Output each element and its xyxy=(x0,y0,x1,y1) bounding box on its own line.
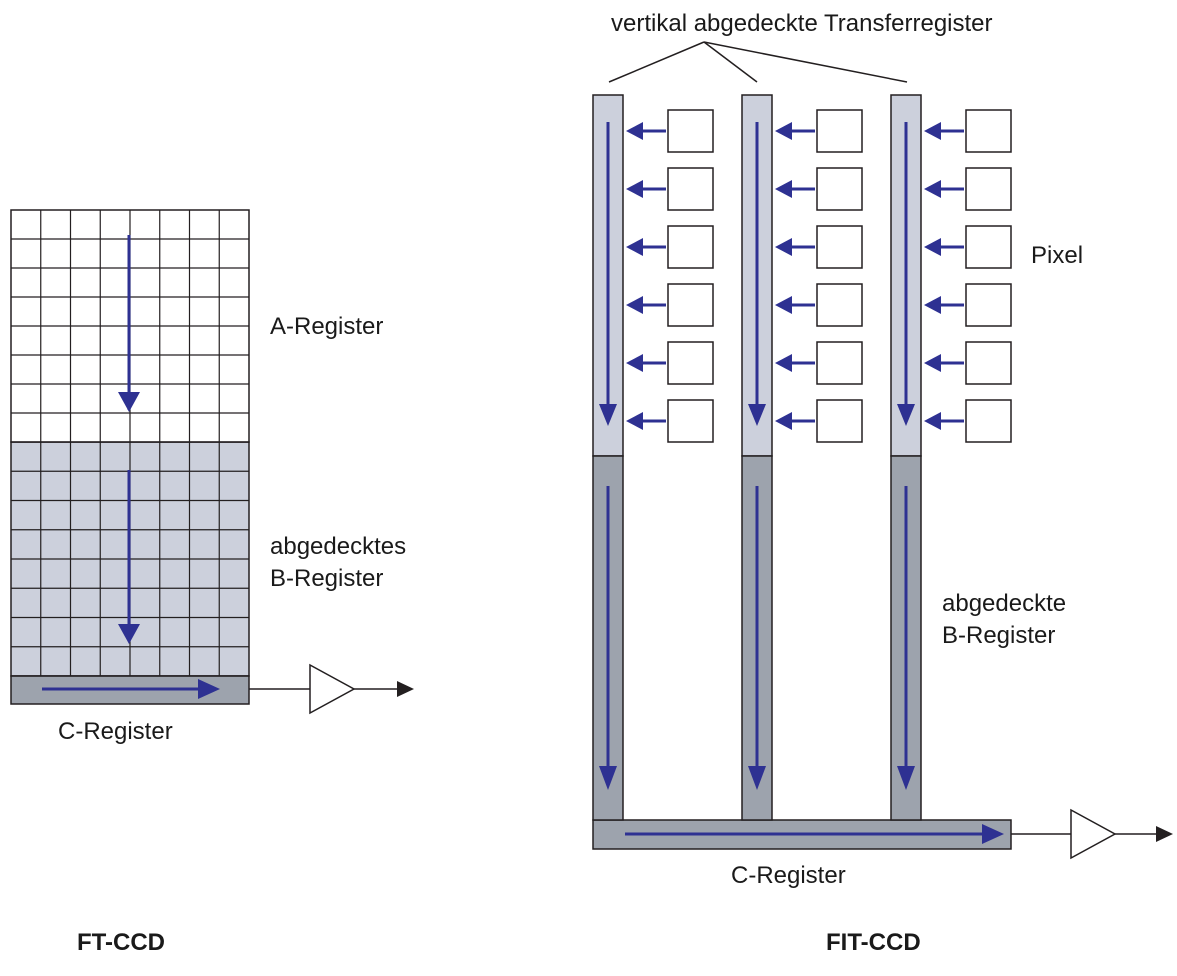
fit-pixel xyxy=(965,399,1012,443)
ft-output-arrow-head xyxy=(397,681,414,697)
fit-b-arrow-head xyxy=(897,766,915,790)
fit-pixel xyxy=(816,283,863,327)
fit-pixel-arrow-head xyxy=(924,180,941,198)
fit-pixel-arrow-head xyxy=(775,296,792,314)
fit-pixel-arrow-head xyxy=(626,122,643,140)
fit-pixel xyxy=(965,167,1012,211)
ft-a-arrow-head xyxy=(118,392,140,412)
fit-columns xyxy=(592,94,1012,821)
fit-pixel xyxy=(965,341,1012,385)
fit-pixel xyxy=(816,225,863,269)
fit-leader-line-3 xyxy=(703,41,908,83)
fit-pixel xyxy=(667,341,714,385)
fit-leader-line-2 xyxy=(703,41,758,83)
ft-ccd: A-Register abgedecktes B-Register C-Regi… xyxy=(10,209,414,956)
fit-pixel-arrow-head xyxy=(924,296,941,314)
fit-ccd: vertikal abgedeckte Transferregister Pix… xyxy=(592,10,1173,956)
ft-b-arrow-head xyxy=(118,624,140,644)
ft-c-arrow-head xyxy=(198,679,220,699)
fit-pixel-arrow-head xyxy=(924,122,941,140)
ft-c-register-label: C-Register xyxy=(58,718,173,745)
fit-pixel-arrow-head xyxy=(626,354,643,372)
fit-pixel xyxy=(667,109,714,153)
ft-ccd-title: FT-CCD xyxy=(77,929,165,956)
fit-c-arrow-head xyxy=(982,824,1004,844)
fit-pixel-arrow-head xyxy=(626,412,643,430)
fit-amplifier-icon xyxy=(1070,808,1117,860)
fit-ccd-title: FIT-CCD xyxy=(826,929,921,956)
fit-c-register-label: C-Register xyxy=(731,862,846,889)
fit-transfer-arrow-head xyxy=(897,404,915,426)
fit-pixel xyxy=(816,341,863,385)
fit-pixel-label: Pixel xyxy=(1031,242,1083,269)
fit-b-register-label-line1: abgedeckte xyxy=(942,590,1066,617)
fit-pixel-arrow-head xyxy=(775,122,792,140)
fit-transfer-arrow-head xyxy=(599,404,617,426)
fit-transfer-register-label: vertikal abgedeckte Transferregister xyxy=(611,10,993,37)
fit-pixel xyxy=(667,283,714,327)
ft-b-register-label-line2: B-Register xyxy=(270,565,383,592)
fit-pixel-arrow-head xyxy=(924,412,941,430)
fit-b-register-label-line2: B-Register xyxy=(942,622,1055,649)
fit-pixel xyxy=(667,167,714,211)
fit-b-arrow-head xyxy=(599,766,617,790)
fit-column xyxy=(890,94,1012,821)
fit-pixel-arrow-head xyxy=(626,180,643,198)
fit-output-arrow-head xyxy=(1156,826,1173,842)
fit-pixel xyxy=(965,283,1012,327)
fit-pixel-arrow-head xyxy=(775,180,792,198)
fit-b-arrow-head xyxy=(748,766,766,790)
fit-pixel-arrow-head xyxy=(775,354,792,372)
fit-pixel-arrow-head xyxy=(924,238,941,256)
fit-pixel xyxy=(816,399,863,443)
fit-pixel xyxy=(816,167,863,211)
fit-pixel xyxy=(965,225,1012,269)
fit-pixel xyxy=(965,109,1012,153)
fit-pixel xyxy=(667,225,714,269)
fit-column xyxy=(741,94,863,821)
fit-pixel-arrow-head xyxy=(924,354,941,372)
fit-pixel-arrow-head xyxy=(775,412,792,430)
ft-b-register-label-line1: abgedecktes xyxy=(270,533,406,560)
ft-amplifier-icon xyxy=(309,663,356,715)
fit-pixel-arrow-head xyxy=(775,238,792,256)
fit-pixel xyxy=(816,109,863,153)
fit-leader-line-1 xyxy=(608,41,705,83)
fit-transfer-arrow-head xyxy=(748,404,766,426)
fit-pixel-arrow-head xyxy=(626,238,643,256)
fit-pixel-arrow-head xyxy=(626,296,643,314)
fit-column xyxy=(592,94,714,821)
ft-a-register-label: A-Register xyxy=(270,313,383,340)
fit-pixel xyxy=(667,399,714,443)
